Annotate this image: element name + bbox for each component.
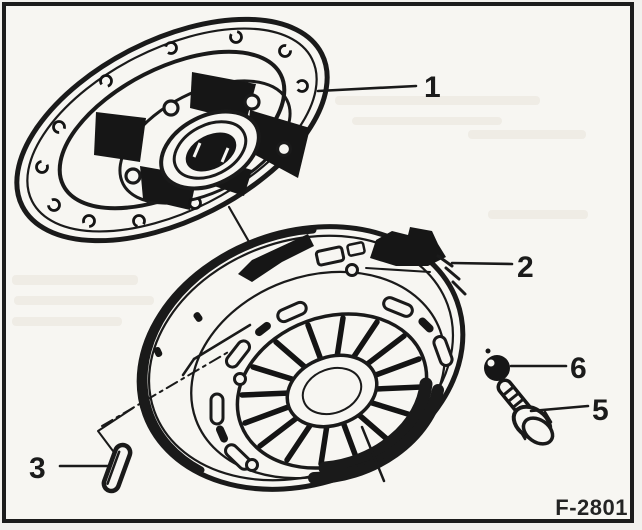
callout-5: 5 — [529, 394, 609, 427]
rivet-marks — [35, 30, 309, 228]
callout-1-leader — [316, 84, 418, 93]
bottom-pointer-line — [360, 425, 386, 483]
callout-3: 3 — [29, 452, 110, 485]
callout-1-label: 1 — [424, 71, 441, 104]
callout-2-leader — [450, 261, 514, 266]
bolt-drawing — [496, 378, 555, 446]
callout-2-label: 2 — [517, 251, 534, 284]
pin-alignment-line — [97, 407, 134, 452]
clutch-disc-drawing — [14, 16, 330, 244]
pressure-plate-drawing — [136, 224, 467, 492]
callout-1: 1 — [316, 71, 441, 104]
scan-smudges — [12, 96, 588, 326]
callout-2: 2 — [450, 251, 534, 284]
cover-slots — [209, 263, 454, 472]
callout-3-label: 3 — [29, 452, 46, 485]
figure-code-label: F-2801 — [555, 495, 628, 520]
callout-5-label: 5 — [592, 394, 609, 427]
callout-5-leader — [529, 404, 590, 413]
disc-to-cover-line — [227, 205, 254, 249]
diaphragm-spring — [235, 312, 444, 484]
cover-lugs — [153, 227, 467, 358]
dowel-pin-drawing — [101, 442, 133, 494]
callout-6: 6 — [509, 352, 587, 385]
callout-6-label: 6 — [570, 352, 587, 385]
